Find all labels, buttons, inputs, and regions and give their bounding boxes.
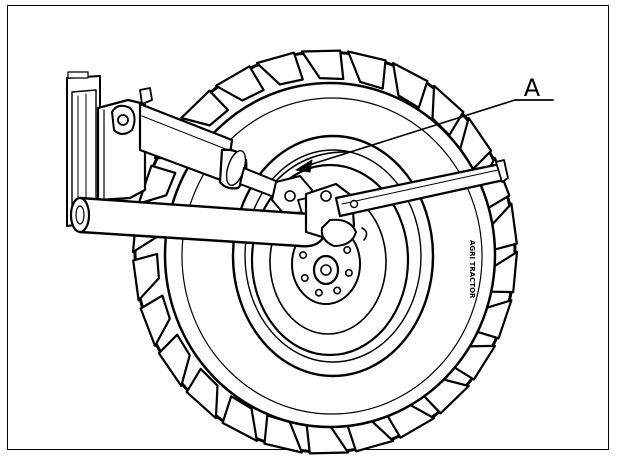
tread-lug xyxy=(139,294,171,347)
tie-rod-bolt xyxy=(349,199,359,209)
wheel-stud xyxy=(343,246,352,255)
tyre-sidewall-text: AGRI TRACTOR xyxy=(468,240,476,299)
tread-lug xyxy=(300,49,345,81)
pivot-pin xyxy=(117,114,129,126)
wheel-stud xyxy=(299,251,308,260)
tread-lug xyxy=(180,89,230,127)
tyre-sidewall-groove xyxy=(181,97,483,415)
tie-rod-end xyxy=(495,159,509,183)
spindle-bolt-1 xyxy=(320,190,332,202)
tread-lug xyxy=(214,65,265,102)
rim-flange xyxy=(244,149,422,363)
tread-lug xyxy=(392,62,429,109)
tread-lug xyxy=(132,252,160,302)
hub-center xyxy=(320,264,332,276)
wheel-stud xyxy=(344,268,353,277)
tread-lug xyxy=(157,333,191,388)
rim-well xyxy=(250,163,410,357)
frame-label-strip xyxy=(67,71,89,79)
tie-rod xyxy=(334,159,509,218)
wheel-stud xyxy=(333,286,342,295)
bracket-tab xyxy=(139,87,153,105)
wheel-stud xyxy=(300,273,309,282)
frame-bracket xyxy=(66,71,153,227)
callout-arrowhead xyxy=(295,159,313,173)
callout-leader-line xyxy=(305,99,516,167)
tread-lug xyxy=(255,51,304,86)
spindle-cap xyxy=(320,218,357,247)
tread-lug xyxy=(347,50,387,90)
callout-label: A xyxy=(524,74,541,102)
tread-lug xyxy=(221,395,258,442)
hub-cap xyxy=(312,254,340,286)
tread-lug xyxy=(185,367,219,420)
wheel-stud xyxy=(314,288,323,297)
tread-lug xyxy=(137,164,177,205)
tread-lugs xyxy=(131,49,519,455)
callout-a: A xyxy=(295,74,554,173)
upper-arm xyxy=(138,102,289,201)
clamp-bolt xyxy=(284,190,296,202)
